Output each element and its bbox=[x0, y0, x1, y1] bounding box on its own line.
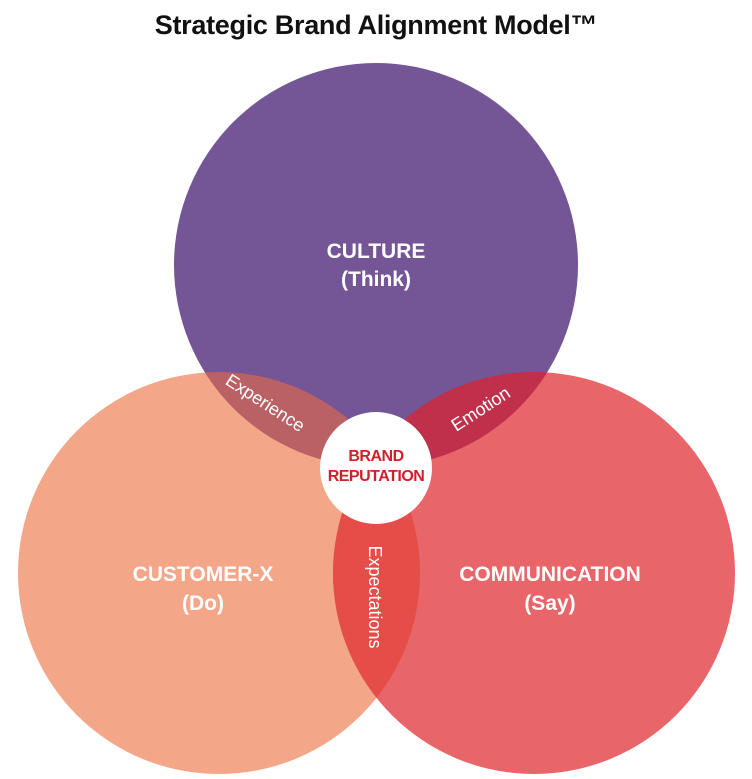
culture-label: CULTURE bbox=[327, 240, 426, 263]
communication-label: COMMUNICATION bbox=[459, 563, 641, 586]
diagram-title: Strategic Brand Alignment Model™ bbox=[154, 10, 598, 40]
culture-circle bbox=[174, 63, 578, 467]
expectations-label: Expectations bbox=[365, 545, 385, 648]
center-line2: REPUTATION bbox=[328, 468, 425, 485]
culture-sub: (Think) bbox=[341, 268, 411, 291]
communication-sub: (Say) bbox=[524, 592, 575, 615]
communication-circle bbox=[333, 372, 735, 774]
customer-sub: (Do) bbox=[182, 592, 224, 615]
customer-circle bbox=[18, 372, 420, 774]
center-line1: BRAND bbox=[348, 448, 403, 465]
customer-label: CUSTOMER-X bbox=[133, 563, 274, 586]
brand-reputation-circle bbox=[320, 412, 432, 524]
